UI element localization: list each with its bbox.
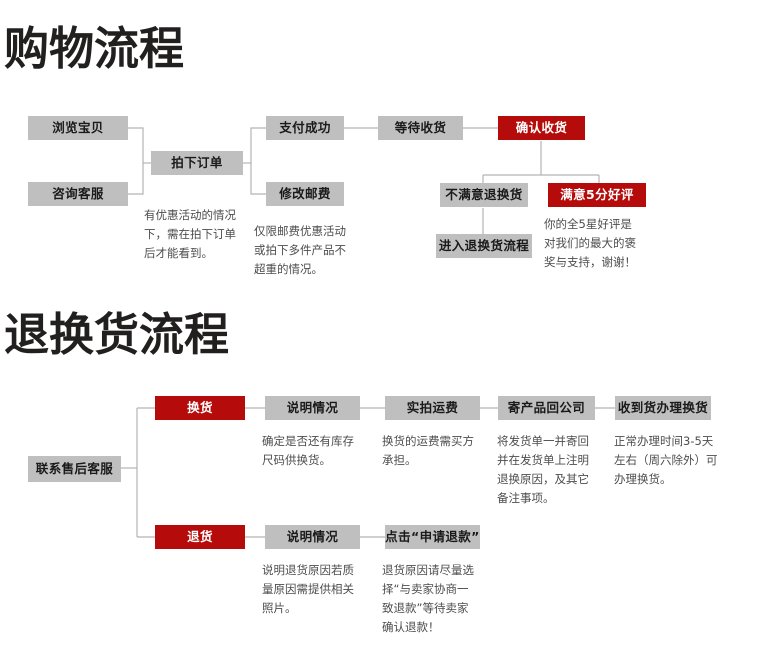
note-exchange-shipping-fee: 换货的运费需买方 承担。 — [382, 434, 474, 467]
flow-box-five-star-review[interactable]: 满意5分好评 — [548, 183, 646, 207]
note-exchange-explain: 确定是否还有库存 尺码供换货。 — [262, 434, 354, 467]
flow-box-exchange-explain[interactable]: 说明情况 — [265, 396, 360, 420]
flow-box-enter-return-process[interactable]: 进入退换货流程 — [436, 234, 532, 258]
note-shipping-fee: 仅限邮费优惠活动 或拍下多件产品不 超重的情况。 — [254, 224, 346, 276]
flow-box-payment-success[interactable]: 支付成功 — [266, 116, 344, 140]
section-title-return: 退换货流程 — [4, 308, 230, 361]
flow-box-exchange[interactable]: 换货 — [155, 396, 245, 420]
flow-box-apply-refund[interactable]: 点击“申请退款” — [385, 525, 480, 549]
flow-box-refund-explain[interactable]: 说明情况 — [265, 525, 360, 549]
note-apply-refund: 退货原因请尽量选 择“与卖家协商一 致退款”等待卖家 确认退款！ — [382, 563, 474, 634]
note-five-star-review: 你的全5星好评是 对我们的最大的褒 奖与支持，谢谢！ — [544, 217, 636, 269]
flow-box-received-process-exchange[interactable]: 收到货办理换货 — [615, 396, 711, 420]
flow-box-refund[interactable]: 退货 — [155, 525, 245, 549]
flow-box-unsatisfied-return[interactable]: 不满意退换货 — [440, 183, 528, 207]
flow-box-await-receipt[interactable]: 等待收货 — [378, 116, 463, 140]
flow-box-consult-service[interactable]: 咨询客服 — [28, 182, 128, 206]
flow-box-send-product-back[interactable]: 寄产品回公司 — [498, 396, 595, 420]
note-received-process-exchange: 正常办理时间3-5天 左右（周六除外）可 办理换货。 — [614, 434, 718, 486]
section-title-shopping: 购物流程 — [4, 22, 185, 75]
flow-box-modify-shipping-fee[interactable]: 修改邮费 — [266, 182, 344, 206]
flow-box-contact-after-sales[interactable]: 联系售后客服 — [28, 456, 121, 482]
flow-box-confirm-receipt[interactable]: 确认收货 — [498, 116, 585, 140]
flow-box-exchange-shipping-photo[interactable]: 实拍运费 — [385, 396, 480, 420]
note-place-order: 有优惠活动的情况 下，需在拍下订单 后才能看到。 — [144, 208, 236, 260]
note-send-product-back: 将发货单一并寄回 并在发货单上注明 退换原因，及其它 备注事项。 — [497, 434, 589, 505]
note-refund-explain: 说明退货原因若质 量原因需提供相关 照片。 — [262, 563, 354, 615]
flow-box-place-order[interactable]: 拍下订单 — [151, 151, 243, 175]
flow-box-browse[interactable]: 浏览宝贝 — [28, 116, 128, 140]
